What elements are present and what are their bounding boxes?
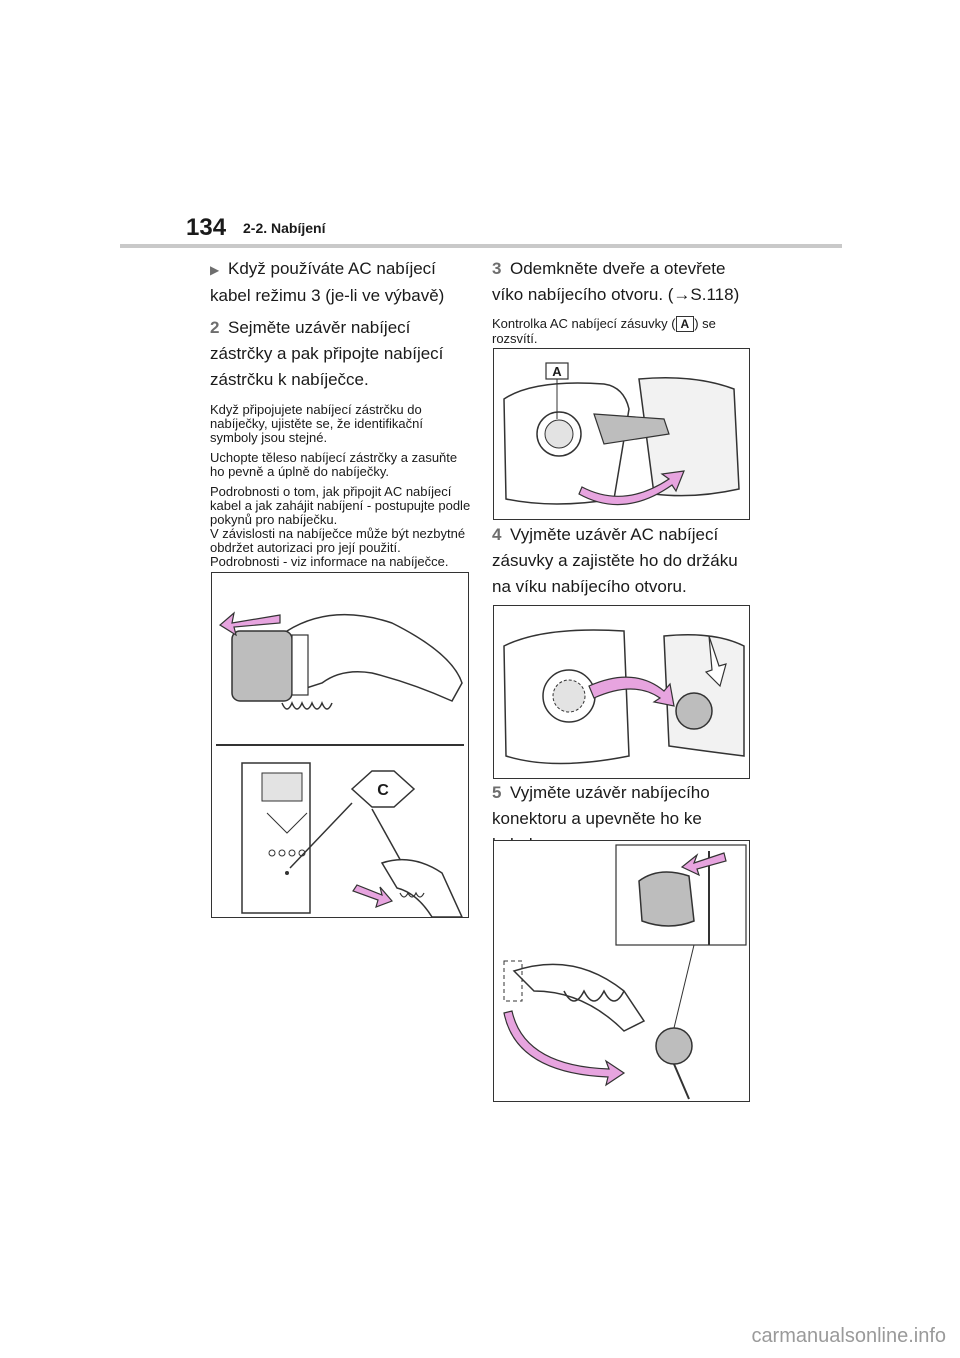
step-number: 4 [492,525,502,544]
note-paragraph: Podrobnosti o tom, jak připojit AC nabíj… [210,484,471,527]
page-number: 134 [186,214,227,241]
note-paragraph: V závislosti na nabíječce může být nezby… [210,526,466,569]
figure-remove-socket-cap [493,605,750,779]
step-number: 3 [492,259,502,278]
reference-label-a: A [675,316,695,332]
step-text: Vyjměte uzávěr AC nabíjecí zásuvky a zaj… [492,525,738,596]
note-paragraph: Kontrolka AC nabíjecí zásuvky (A) se roz… [492,316,754,346]
plug-charger-illustration: C [216,611,464,917]
bullet-text: Když používáte AC nabíjecí kabel režimu … [210,259,445,305]
figure-callout-a: A [552,364,562,379]
note-paragraph: Když připojujete nabíjecí zástrčku do na… [210,402,423,445]
figure-plug-to-charger: C [211,572,469,918]
step-text: Sejměte uzávěr nabíjecí zástrčky a pak p… [210,318,444,389]
header-divider [120,244,842,248]
note-paragraph: Uchopte těleso nabíjecí zástrčky a zasuň… [210,450,458,479]
note-text: Kontrolka AC nabíjecí zásuvky ( [492,316,676,331]
open-lid-illustration: A [503,362,740,506]
left-column: ▶Když používáte AC nabíjecí kabel režimu… [210,256,472,569]
step-text: Odemkněte dveře a otevřete víko nabíjecí… [492,259,740,304]
triangle-bullet-icon: ▶ [210,263,220,277]
bullet-item: ▶Když používáte AC nabíjecí kabel režimu… [210,256,472,309]
figure-open-charging-lid: A [493,348,750,520]
section-title: 2-2. Nabíjení [243,220,326,236]
note-text: ) se rozsvítí. [492,316,716,346]
connector-cap-illustration [503,844,747,1100]
watermark: carmanualsonline.info [751,1325,946,1347]
figure-callout-c: C [377,782,389,799]
figure-attach-connector-cap [493,840,750,1102]
step-number: 5 [492,783,502,802]
figure-callout-c-frame [350,770,416,808]
step-number: 2 [210,318,220,337]
remove-cap-illustration [503,629,745,765]
